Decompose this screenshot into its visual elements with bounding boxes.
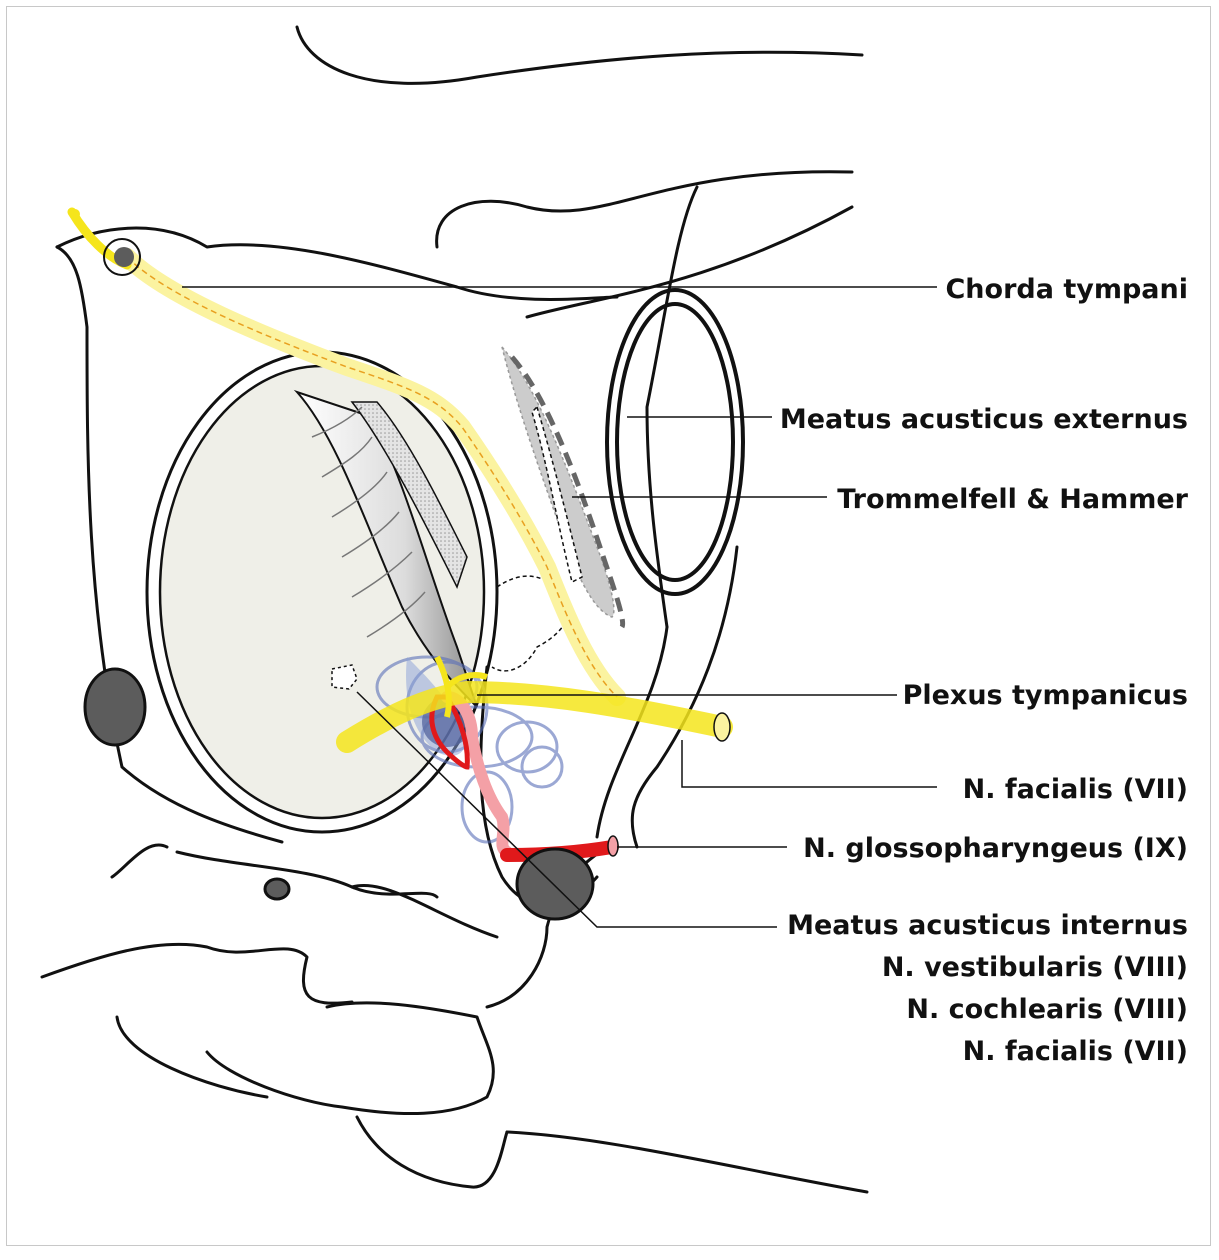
label-meatus-externus: Meatus acusticus externus <box>780 403 1188 437</box>
label-vestibularis: N. vestibularis (VIII) <box>787 947 1188 989</box>
ear-canal-rings <box>607 290 743 594</box>
label-glossopharyngeus: N. glossopharyngeus (IX) <box>803 832 1188 866</box>
label-cochlearis: N. cochlearis (VIII) <box>787 989 1188 1031</box>
label-trommelfell: Trommelfell & Hammer <box>837 483 1188 517</box>
label-facialis: N. facialis (VII) <box>963 773 1188 807</box>
diagram-stage: Chorda tympani Meatus acusticus externus… <box>6 6 1211 1246</box>
label-plexus: Plexus tympanicus <box>903 679 1188 713</box>
label-meatus-internus: Meatus acusticus internus <box>787 905 1188 947</box>
label-facialis-internus: N. facialis (VII) <box>787 1031 1188 1073</box>
label-group-internus: Meatus acusticus internus N. vestibulari… <box>787 905 1188 1073</box>
label-chorda-tympani: Chorda tympani <box>945 273 1188 307</box>
